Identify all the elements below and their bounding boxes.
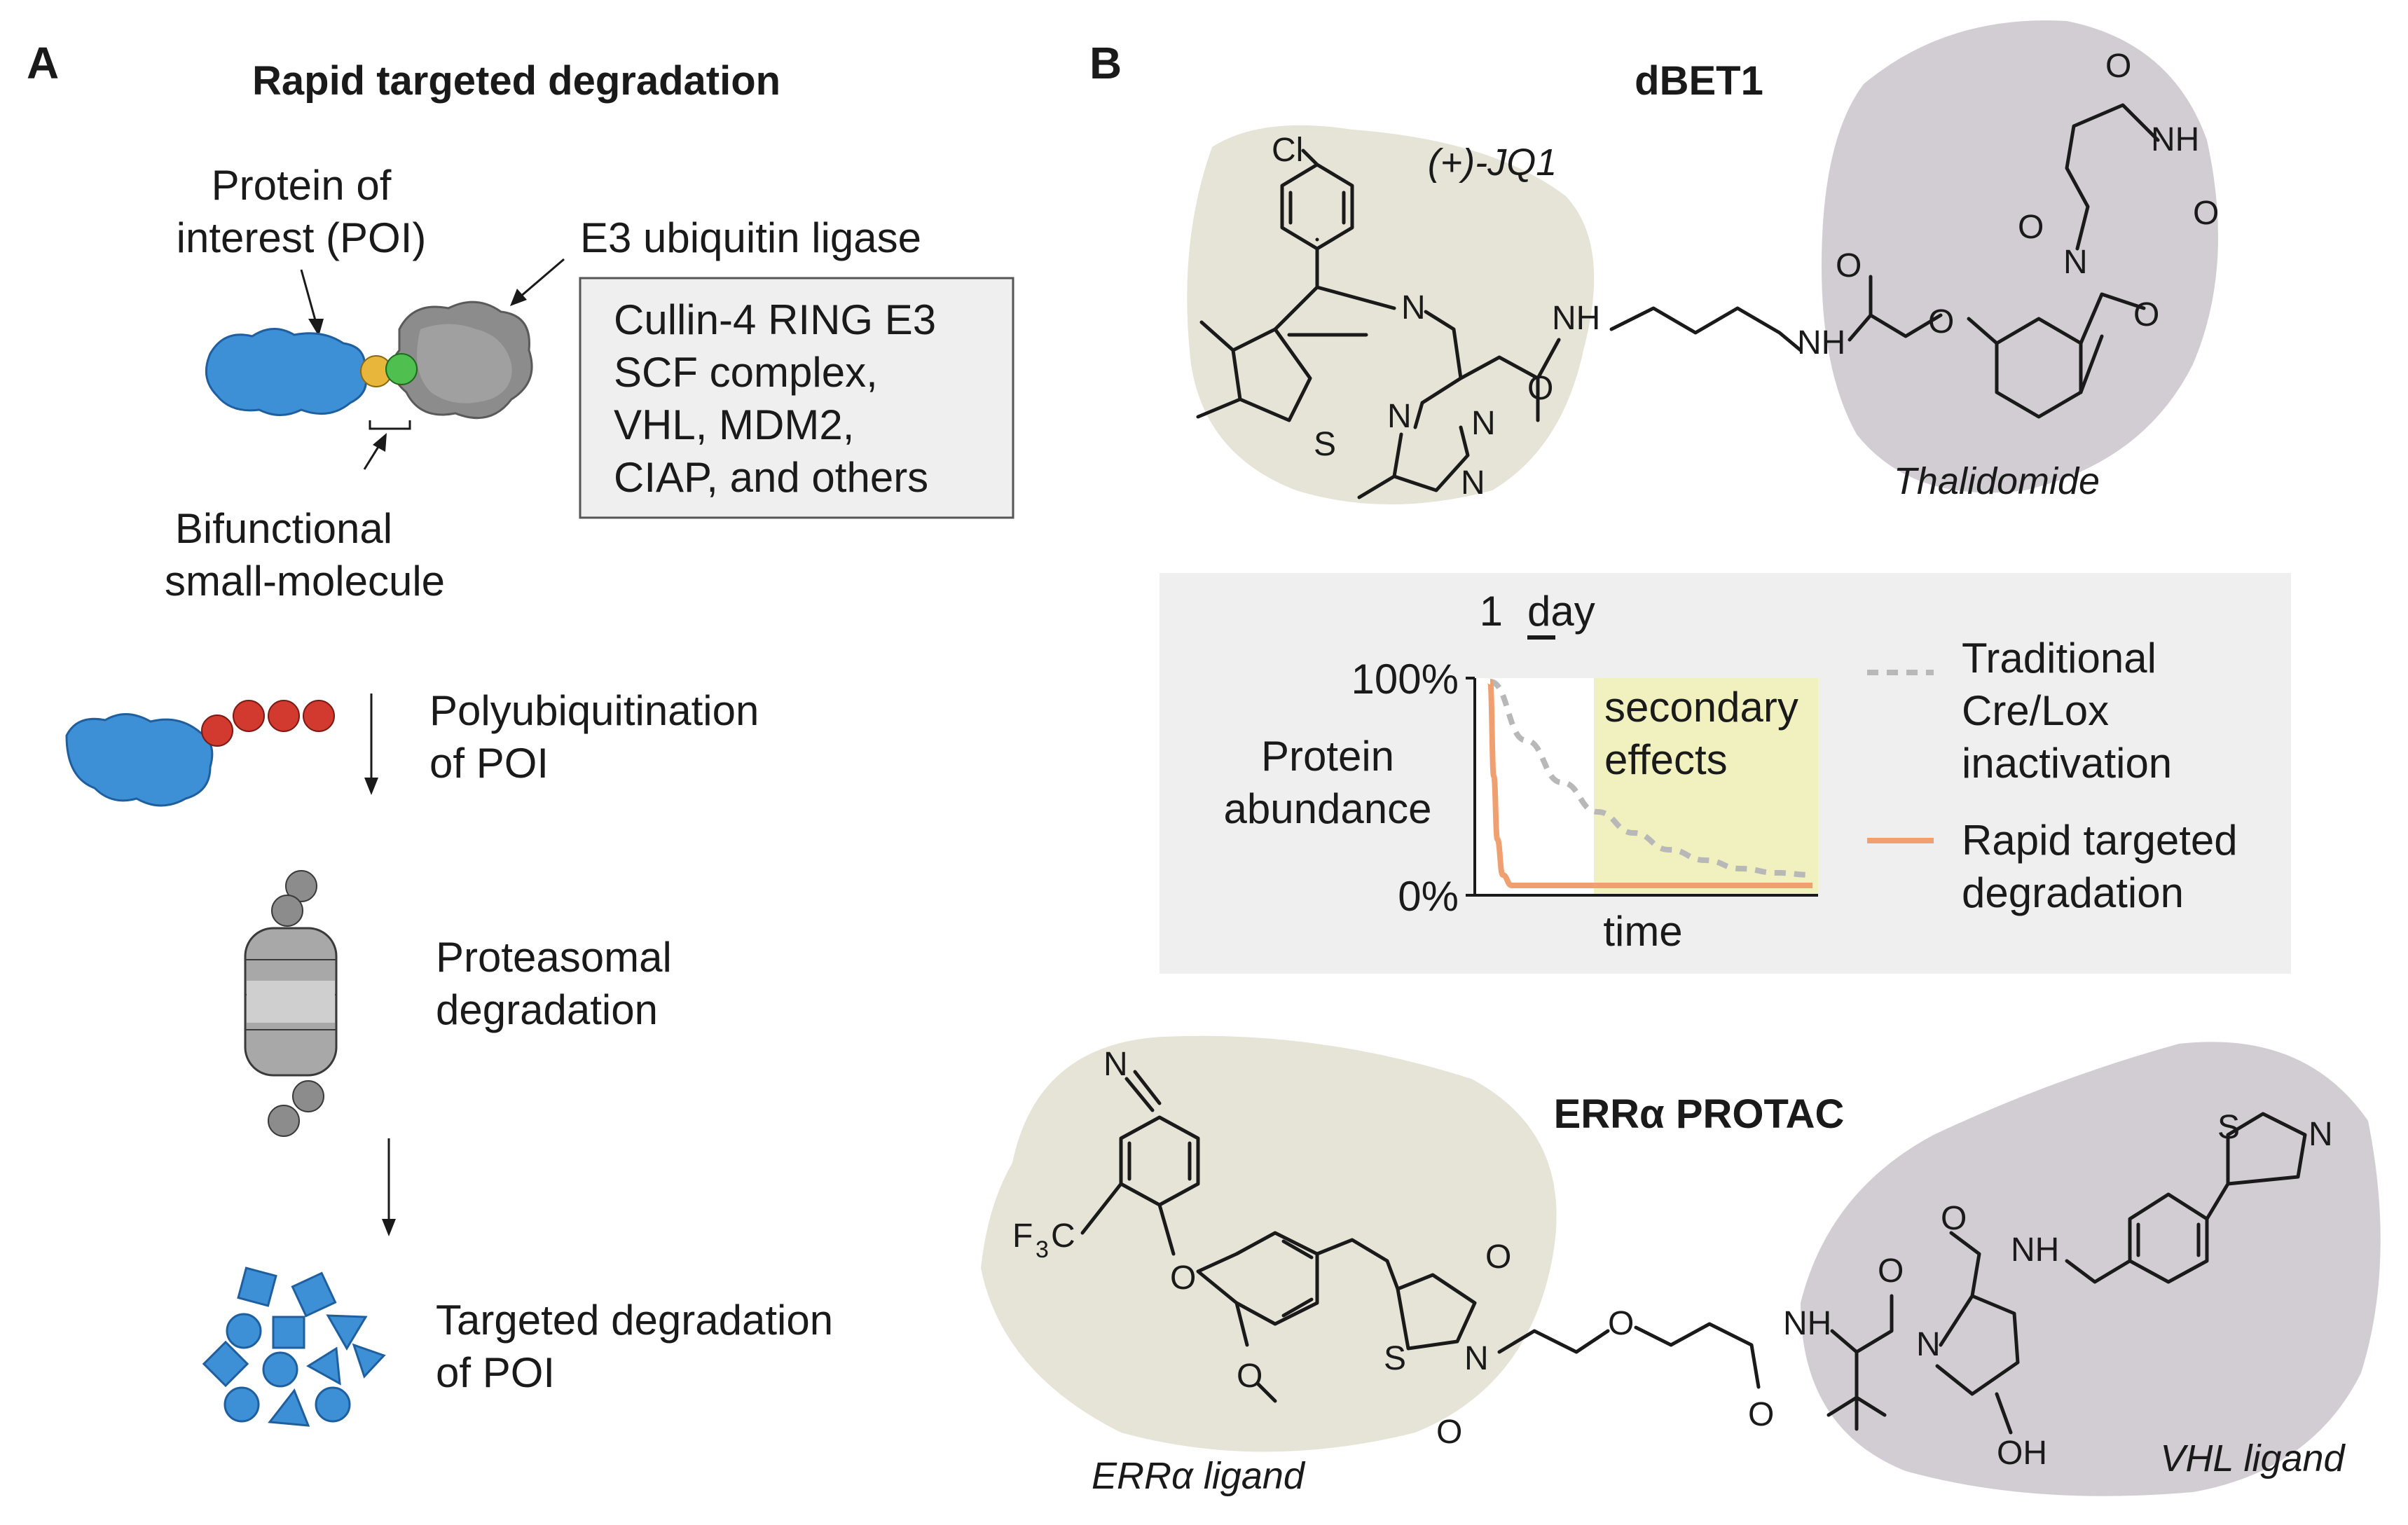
degraded-fragments-icon [202,1267,386,1427]
legend-traditional-line1: Traditional [1962,635,2156,682]
glutarimide-o1-atom: O [2105,48,2131,85]
nitrile-n-atom: N [1103,1046,1128,1083]
amide1-nh-atom: NH [1552,300,1600,337]
tzd-s-atom: S [1384,1340,1406,1377]
e3-examples-box [579,277,1014,519]
protac-title: ERRα PROTAC [1554,1091,1845,1137]
amide2-nh-atom: NH [1797,324,1845,361]
step1-label-line1: Polyubiquitination [429,687,759,734]
hyp-amide-o-atom: O [1941,1200,1967,1237]
series-rapid-line [1487,679,1812,889]
polyubiquitinated-poi-icon [65,700,335,807]
dbet1-structure: Cl N S N N N O NH NH O O O O N NH [1196,48,2219,502]
hyp-oh-atom: OH [1997,1435,2047,1472]
legend-traditional-line2: Cre/Lox [1962,687,2109,734]
glutarimide-o2-atom: O [2193,195,2219,232]
cf3-3-subscript: 3 [1036,1236,1049,1263]
diazepine-n-atom: N [1401,289,1426,326]
y-axis-label-line2: abundance [1224,785,1432,832]
step2-arrowhead-icon [382,1219,396,1236]
bifunctional-label-line2: small-molecule [165,558,445,605]
secondary-effects-line2: effects [1604,736,1728,783]
e3-pointer-arrow [514,258,565,303]
linker-nh-atom: NH [1783,1305,1831,1342]
tzd-o2-atom: O [1436,1414,1462,1451]
hyp-nh-atom: NH [2011,1231,2059,1269]
e3-ligase-protein-icon [391,301,533,420]
poi-label-line2: interest (POI) [177,214,427,261]
e3-example-3: VHL, MDM2, [614,401,854,448]
e3-example-1: Cullin-4 RING E3 [614,296,936,343]
tzd-n-atom: N [1464,1340,1489,1377]
bifunctional-arrowhead-icon [373,433,387,452]
triazole-n2-atom: N [1471,405,1496,442]
triazole-n3-atom: N [1461,464,1485,502]
e3-ligase-label: E3 ubiquitin ligase [580,214,921,261]
linker-amide-o-atom: O [1748,1396,1774,1433]
y-tick-label-100: 100% [1351,656,1459,703]
e3-example-4: CIAP, and others [614,454,928,501]
thalidomide-label: Thalidomide [1894,460,2100,502]
thiazole-n-atom: N [2309,1116,2333,1153]
poi-arrowhead-icon [308,319,324,336]
decay-chart: secondary effects 100% 0% Protein abunda… [1224,656,1818,955]
poi-protein-icon [205,328,367,416]
cl-atom: Cl [1272,132,1303,169]
y-tick-label-0: 0% [1398,873,1459,920]
step2-label-line1: Proteasomal [436,934,672,981]
imide-n-atom: N [2063,244,2088,281]
legend-rapid-line2: degradation [1962,869,2184,916]
proteasome-icon [244,870,338,1137]
step2-label-line2: degradation [436,986,658,1033]
thiophene-s-atom: S [1314,426,1336,463]
molecule-bracket [369,420,411,430]
erra-ligand-label: ERRα ligand [1092,1455,1306,1497]
cf3-c-atom: C [1051,1217,1075,1255]
thiazole-s-atom: S [2217,1109,2240,1146]
imide-o1-atom: O [2018,209,2044,246]
step3-label-line2: of POI [436,1349,555,1396]
legend-traditional-line3: inactivation [1962,740,2172,787]
secondary-effects-line1: secondary [1604,684,1798,731]
tzd-o1-atom: O [1485,1238,1511,1276]
amide2-o-atom: O [1836,247,1862,284]
y-axis-label-line1: Protein [1261,733,1394,780]
step3-label-line1: Targeted degradation [436,1297,833,1344]
tle-o-atom: O [1878,1253,1904,1290]
peg-o-atom: O [1608,1305,1634,1342]
scale-number: 1 [1480,588,1503,635]
panel-a-label: A [27,38,59,88]
e3-example-2: SCF complex, [614,349,878,396]
pyrrolidine-n-atom: N [1916,1326,1941,1363]
legend-rapid-line1: Rapid targeted [1962,817,2238,864]
triazole-n1-atom: N [1387,398,1412,435]
thalidomide-ligand-region [1822,20,2218,493]
x-axis-label: time [1603,908,1682,955]
dbet1-title: dBET1 [1635,58,1763,104]
imide-o2-atom: O [2133,296,2159,333]
step1-label-line2: of POI [429,740,549,787]
cf3-f-atom: F [1012,1217,1033,1255]
poi-label-line1: Protein of [212,162,392,209]
step1-arrowhead-icon [364,778,378,795]
methoxy-o-atom: O [1237,1358,1263,1395]
protac-structure: N F 3 C O O O N S O O O NH O N OH [1012,1046,2333,1472]
vhl-ligand-region [1801,1042,2381,1496]
e3-binder-ball-icon [385,353,418,385]
e3-arrowhead-icon [510,289,527,306]
bifunctional-label-line1: Bifunctional [175,505,392,552]
panel-a-title: Rapid targeted degradation [252,58,780,104]
scale-unit: day [1527,588,1595,635]
glutarimide-nh-atom: NH [2151,121,2199,158]
diaryl-ether-o-atom: O [1170,1260,1196,1297]
vhl-ligand-label: VHL ligand [2160,1437,2346,1479]
ether-o-atom: O [1928,303,1954,340]
panel-b-label: B [1089,38,1122,88]
series-traditional-line [1489,679,1813,878]
jq1-label: (+)-JQ1 [1428,142,1557,184]
